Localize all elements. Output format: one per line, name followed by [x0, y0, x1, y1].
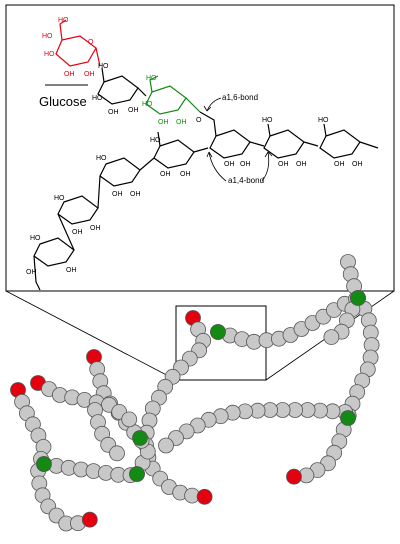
- glucose-ring: [99, 157, 141, 187]
- glucose-residue-bead: [121, 411, 138, 428]
- branch-point-bead: [36, 456, 52, 472]
- svg-text:OH: OH: [296, 161, 307, 168]
- svg-text:OH: OH: [72, 229, 83, 236]
- svg-text:O: O: [196, 117, 202, 124]
- glucose-residue-bead: [158, 437, 174, 454]
- svg-text:HO: HO: [262, 117, 273, 124]
- glucose-ring-green: [145, 85, 187, 115]
- svg-text:OH: OH: [112, 191, 123, 198]
- inset-frame: [5, 4, 395, 292]
- svg-text:HO: HO: [96, 155, 107, 162]
- bond-arrows: [203, 97, 273, 182]
- branch-point-bead: [129, 466, 145, 482]
- svg-text:OH: OH: [160, 171, 171, 178]
- branch-point-bead: [340, 410, 356, 426]
- svg-text:HO: HO: [58, 17, 69, 24]
- svg-text:OH: OH: [130, 191, 141, 198]
- svg-text:HO: HO: [98, 63, 109, 70]
- glucose-ring-red: [55, 35, 97, 67]
- branch-point-bead: [350, 290, 366, 306]
- svg-text:HO: HO: [318, 117, 329, 124]
- svg-text:OH: OH: [158, 119, 169, 126]
- svg-text:OH: OH: [278, 161, 289, 168]
- glucose-residue-bead: [323, 329, 340, 346]
- glucose-ring: [209, 129, 251, 159]
- svg-text:HO: HO: [42, 33, 53, 40]
- glycogen-chains: [10, 254, 380, 532]
- svg-text:O: O: [88, 39, 94, 46]
- glucose-ring: [263, 129, 305, 159]
- svg-text:HO: HO: [30, 235, 41, 242]
- svg-text:OH: OH: [352, 161, 363, 168]
- glucose-ring: [97, 75, 139, 105]
- branch-point-bead: [132, 430, 148, 446]
- svg-text:OH: OH: [66, 267, 77, 274]
- svg-text:OH: OH: [334, 161, 345, 168]
- glucose-label: Glucose: [39, 94, 87, 109]
- svg-text:OH: OH: [84, 71, 95, 78]
- svg-text:OH: OH: [90, 225, 101, 232]
- svg-text:OH: OH: [64, 71, 75, 78]
- glucose-residue-bead: [109, 445, 125, 462]
- chain-end-bead: [286, 468, 302, 485]
- glucose-ring: [33, 237, 75, 267]
- chain-end-bead: [81, 511, 98, 528]
- zoom-line-left: [5, 290, 177, 381]
- svg-text:OH: OH: [176, 119, 187, 126]
- glucose-ring: [319, 129, 361, 159]
- svg-text:OH: OH: [224, 161, 235, 168]
- svg-text:HO: HO: [54, 195, 65, 202]
- svg-text:HO: HO: [150, 137, 161, 144]
- svg-text:OH: OH: [26, 269, 37, 276]
- alpha-1-4-bond-label: a1,4-bond: [228, 176, 264, 185]
- svg-text:HO: HO: [142, 101, 153, 108]
- svg-text:OH: OH: [128, 107, 139, 114]
- svg-text:HO: HO: [92, 95, 103, 102]
- alpha-1-6-bond-label: a1,6-bond: [222, 93, 258, 102]
- svg-text:OH: OH: [108, 109, 119, 116]
- atom-labels: HO HO HO OH OH O HO OH OH HO HO HO OH OH…: [26, 17, 363, 276]
- structural-formula: [33, 19, 379, 291]
- chain-end-bead: [196, 488, 213, 505]
- svg-text:HO: HO: [44, 51, 55, 58]
- svg-text:HO: HO: [146, 75, 157, 82]
- svg-text:OH: OH: [180, 171, 191, 178]
- svg-text:OH: OH: [240, 161, 251, 168]
- branch-point-bead: [210, 324, 226, 340]
